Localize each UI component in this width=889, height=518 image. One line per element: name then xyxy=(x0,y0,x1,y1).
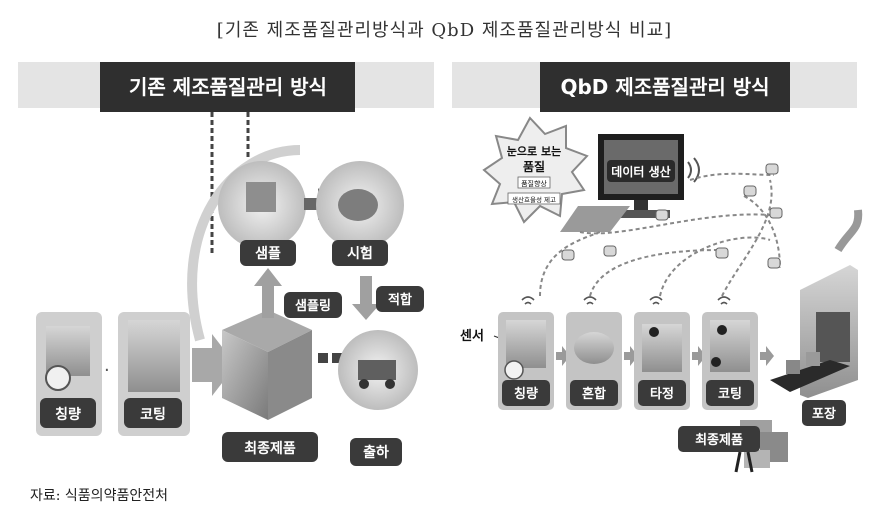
qbd-final-product: 최종제품 xyxy=(678,420,788,473)
step-label: 칭량 xyxy=(55,407,81,423)
pass-label: 적합 xyxy=(388,292,412,308)
burst-main: 눈으로 보는 xyxy=(507,145,561,158)
step-label: 칭량 xyxy=(514,386,538,402)
cycle-arc xyxy=(187,145,301,342)
right-header-box xyxy=(540,62,790,112)
final-product: 최종제품 xyxy=(222,310,318,462)
qbd-step-tableting: 타정 xyxy=(634,312,690,410)
burst-sub: 품질 xyxy=(523,160,545,174)
sensor-label: 센서 xyxy=(460,328,484,344)
sampling-label: 샘플링 xyxy=(295,298,331,314)
sample-node: 샘플 xyxy=(218,161,306,266)
source-note: 자료: 식품의약품안전처 xyxy=(30,488,168,504)
step-label: 혼합 xyxy=(582,386,606,402)
qbd-step-coating: 코팅 xyxy=(702,312,758,410)
left-header: 기존 제조품질관리 방식 xyxy=(129,75,327,99)
flow-arrow xyxy=(192,334,236,396)
right-panel: QbD 제조품질관리 방식 눈으로 보는 품질 품질향상 생산효율성 제고 데이… xyxy=(452,62,863,473)
monitor-icon: 데이터 생산 xyxy=(560,134,700,232)
step-label: 코팅 xyxy=(140,406,166,423)
step-coating: 코팅 xyxy=(118,312,190,436)
test-node: 시험 xyxy=(316,161,404,266)
shipment-node: 출하 xyxy=(338,330,418,466)
monitor-label: 데이터 생산 xyxy=(611,164,670,179)
flow-arrow xyxy=(624,346,638,366)
shipment-label: 출하 xyxy=(363,444,389,461)
sample-label: 샘플 xyxy=(255,246,281,262)
burst-line2: 생산효율성 제고 xyxy=(512,195,556,204)
step-label: 코팅 xyxy=(718,386,742,402)
test-label: 시험 xyxy=(347,245,373,262)
sensor-wifi-icons xyxy=(521,296,731,305)
step-weighing: 칭량 xyxy=(36,312,102,436)
dot-separator: · xyxy=(104,360,110,381)
step-label: 타정 xyxy=(650,386,674,402)
quality-burst: 눈으로 보는 품질 품질향상 생산효율성 제고 xyxy=(482,116,589,224)
final-product-label: 최종제품 xyxy=(244,441,296,457)
arrow-sampling xyxy=(254,268,282,318)
data-nodes xyxy=(561,163,783,269)
right-header: QbD 제조품질관리 방식 xyxy=(560,75,769,99)
qbd-step-weighing: 칭량 xyxy=(498,312,554,410)
flow-arrow xyxy=(556,346,570,366)
packaging-machine: 포장 xyxy=(770,209,863,426)
flow-arrow xyxy=(760,346,774,366)
packaging-label: 포장 xyxy=(812,406,836,422)
final-product-label: 최종제품 xyxy=(695,433,743,448)
left-header-box xyxy=(100,62,355,112)
scale-icon xyxy=(504,360,524,380)
flow-arrow xyxy=(692,346,706,366)
arrow-pass xyxy=(352,276,380,320)
qbd-step-mixing: 혼합 xyxy=(566,312,622,410)
wifi-icon xyxy=(687,157,700,183)
left-panel: 기존 제조품질관리 방식 칭량 · 코팅 최종제품 xyxy=(18,62,434,466)
burst-line1: 품질향상 xyxy=(521,179,547,188)
data-links xyxy=(539,172,781,297)
scale-icon xyxy=(45,365,71,391)
figure-title: [기존 제조품질관리방식과 QbD 제조품질관리방식 비교] xyxy=(216,20,673,41)
